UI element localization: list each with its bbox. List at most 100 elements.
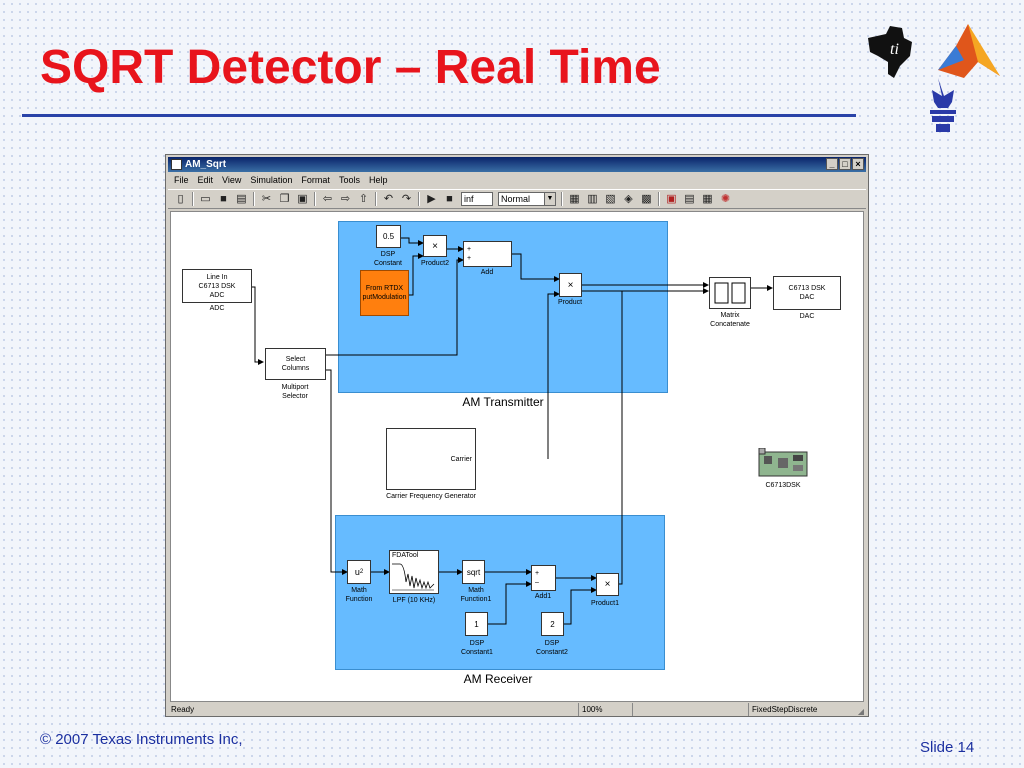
up-icon[interactable]: ⇧ bbox=[358, 192, 369, 205]
menu-file[interactable]: File bbox=[174, 175, 189, 185]
gear-icon[interactable]: ✺ bbox=[720, 192, 731, 205]
cut-icon[interactable]: ✂ bbox=[261, 192, 272, 205]
redo-icon[interactable]: ↷ bbox=[401, 192, 412, 205]
minimize-button[interactable]: _ bbox=[826, 158, 838, 170]
toolbar-separator bbox=[192, 192, 194, 206]
add1-block[interactable]: + – bbox=[531, 565, 556, 591]
status-zoom: 100% bbox=[578, 703, 632, 716]
stop-icon[interactable]: ■ bbox=[446, 192, 453, 205]
statusbar: Ready 100% FixedStepDiscrete ◢ bbox=[168, 703, 866, 716]
dac-block[interactable]: C6713 DSK DAC bbox=[773, 276, 841, 310]
toolbar-separator bbox=[658, 192, 660, 206]
menu-tools[interactable]: Tools bbox=[338, 175, 360, 185]
menu-help[interactable]: Help bbox=[368, 175, 388, 185]
dsp-constant-caption2: Constant bbox=[373, 260, 403, 267]
model-explorer-icon[interactable]: ▦ bbox=[702, 192, 713, 205]
product-caption: Product bbox=[557, 299, 583, 306]
product2-caption: Product2 bbox=[420, 260, 450, 267]
build-icon[interactable]: ▦ bbox=[569, 192, 580, 205]
close-button[interactable]: × bbox=[852, 158, 864, 170]
play-icon[interactable]: ▶ bbox=[427, 192, 436, 205]
stop-time-input[interactable]: inf bbox=[461, 192, 493, 206]
adc-block[interactable]: Line In C6713 DSK ADC bbox=[182, 269, 252, 303]
menubar: File Edit View Simulation Format Tools H… bbox=[168, 173, 866, 188]
add-caption: Add bbox=[480, 269, 494, 276]
ti-logo-icon: ti bbox=[868, 26, 912, 78]
filter-response-icon bbox=[392, 563, 435, 591]
dsp-constant2-block[interactable]: 2 bbox=[541, 612, 564, 636]
const2-caption1: DSP bbox=[544, 640, 560, 647]
am-receiver-caption: AM Receiver bbox=[463, 672, 533, 686]
matlab-logo-icon bbox=[938, 24, 1000, 78]
fdatool-title: FDATool bbox=[392, 552, 419, 559]
adc-block-line1: Line In bbox=[206, 273, 228, 281]
simulink-window: AM_Sqrt _ □ × File Edit View Simulation … bbox=[165, 154, 869, 717]
product2-block[interactable]: × bbox=[423, 235, 447, 257]
model-canvas[interactable]: Line In C6713 DSK ADC ADC Select Columns… bbox=[170, 211, 864, 702]
new-icon[interactable]: ▯ bbox=[177, 192, 184, 205]
signal-wires bbox=[252, 237, 773, 625]
product1-block[interactable]: × bbox=[596, 573, 619, 596]
footer-copyright: © 2007 Texas Instruments Inc, bbox=[40, 731, 243, 748]
product1-caption: Product1 bbox=[590, 600, 620, 607]
window-title: AM_Sqrt bbox=[185, 159, 227, 170]
chevron-down-icon[interactable]: ▼ bbox=[544, 193, 555, 205]
status-ready: Ready bbox=[171, 705, 195, 714]
menu-format[interactable]: Format bbox=[301, 175, 330, 185]
carrier-port-label: Carrier bbox=[450, 455, 472, 463]
math-superscript: 2 bbox=[359, 568, 364, 575]
back-icon[interactable]: ⇦ bbox=[322, 192, 333, 205]
maximize-button[interactable]: □ bbox=[839, 158, 851, 170]
math-caption2: Function bbox=[345, 596, 373, 603]
forward-icon[interactable]: ⇨ bbox=[340, 192, 351, 205]
const1-caption2: Constant1 bbox=[461, 649, 493, 656]
selector-caption1: Multiport bbox=[281, 384, 309, 391]
library-icon[interactable]: ▥ bbox=[587, 192, 598, 205]
save-icon[interactable]: ■ bbox=[220, 192, 227, 205]
dsk-board-icon[interactable] bbox=[758, 448, 808, 478]
menu-view[interactable]: View bbox=[222, 175, 242, 185]
dsp-constant1-block[interactable]: 1 bbox=[465, 612, 488, 636]
university-emblem-icon bbox=[930, 78, 956, 132]
undo-icon[interactable]: ↶ bbox=[383, 192, 394, 205]
toolbar-separator bbox=[561, 192, 563, 206]
adc-caption: ADC bbox=[209, 305, 225, 312]
paste-icon[interactable]: ▣ bbox=[297, 192, 308, 205]
explorer-icon[interactable]: ▧ bbox=[605, 192, 616, 205]
target-icon[interactable]: ▣ bbox=[666, 192, 677, 205]
profiler-icon[interactable]: ▩ bbox=[641, 192, 652, 205]
print-icon[interactable]: ▤ bbox=[236, 192, 247, 205]
title-rule bbox=[22, 114, 856, 117]
concatenate-glyph-icon bbox=[714, 282, 746, 304]
open-icon[interactable]: ▭ bbox=[200, 192, 211, 205]
product-block[interactable]: × bbox=[559, 273, 582, 297]
carrier-generator-block[interactable]: Carrier bbox=[386, 428, 476, 490]
window-titlebar[interactable]: AM_Sqrt _ □ × bbox=[168, 157, 866, 172]
sim-mode-select[interactable]: Normal ▼ bbox=[498, 192, 556, 206]
dsp-constant-caption1: DSP bbox=[380, 251, 396, 258]
menu-simulation[interactable]: Simulation bbox=[250, 175, 293, 185]
add-block[interactable]: + + bbox=[463, 241, 512, 267]
resize-grip-icon[interactable]: ◢ bbox=[857, 707, 864, 716]
fdatool-block[interactable]: FDATool bbox=[389, 550, 439, 594]
sqrt-caption2: Function1 bbox=[460, 596, 492, 603]
footer-slide-number: Slide 14 bbox=[920, 739, 975, 756]
dsp-constant-block[interactable]: 0.5 bbox=[376, 225, 401, 248]
sqrt-function-block[interactable]: sqrt bbox=[462, 560, 485, 584]
matrix-concatenate-block[interactable] bbox=[709, 277, 751, 309]
selector-caption2: Selector bbox=[282, 393, 308, 400]
debug-icon[interactable]: ◈ bbox=[624, 192, 633, 205]
report-icon[interactable]: ▤ bbox=[684, 192, 695, 205]
copy-icon[interactable]: ❐ bbox=[279, 192, 290, 205]
add-plus2: + bbox=[467, 255, 472, 262]
add1-plus: + bbox=[535, 570, 540, 577]
math-caption1: Math bbox=[351, 587, 367, 594]
from-rtdx-block[interactable]: From RTDX putModulation bbox=[360, 270, 409, 316]
dsk-board-caption: C6713DSK bbox=[765, 482, 801, 489]
svg-text:ti: ti bbox=[890, 41, 899, 58]
logo-group: ti bbox=[868, 24, 1000, 132]
multiport-selector-block[interactable]: Select Columns bbox=[265, 348, 326, 380]
menu-edit[interactable]: Edit bbox=[197, 175, 214, 185]
concat-caption2: Concatenate bbox=[710, 321, 750, 328]
